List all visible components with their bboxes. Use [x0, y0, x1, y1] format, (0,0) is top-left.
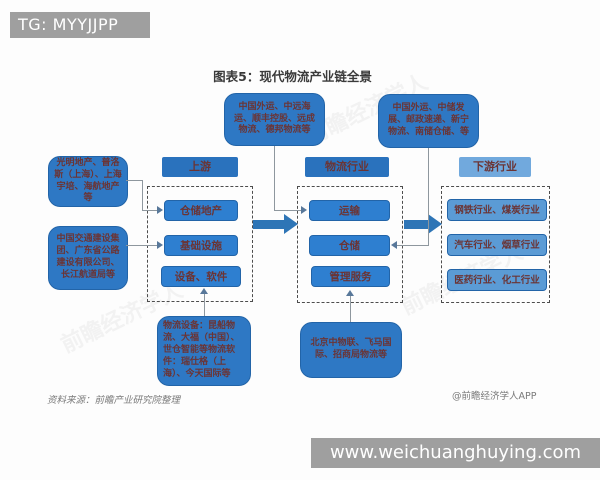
callout-equipment-software-companies: 物流设备：昆船物流、大福（中国）、世仓智能等物流软件：瑞仕格（上海）、今天国际等	[157, 316, 251, 386]
node-warehouse-realestate: 仓储地产	[164, 200, 238, 221]
arrowhead-up-icon	[200, 288, 208, 294]
node-transportation: 运输	[309, 200, 390, 221]
arrow-head-icon	[428, 214, 442, 234]
node-equipment-software: 设备、软件	[161, 266, 241, 287]
node-warehousing: 仓储	[309, 235, 390, 256]
upstream-group-frame	[147, 186, 253, 302]
callout-transport-companies: 中国外运、中远海运、顺丰控股、远成物流、德邦物流等	[224, 93, 325, 146]
node-auto-tobacco: 汽车行业、烟草行业	[447, 234, 547, 256]
connector-firms-to-management-services	[350, 296, 351, 322]
arrowhead-right-icon	[157, 206, 163, 214]
callout-realestate-companies: 光明地产、普洛斯（上海）、上海宇培、海航地产等	[48, 156, 128, 207]
arrow-head-icon	[284, 214, 298, 234]
callout-warehouse-companies: 中国外运、中储发展、邮政速递、新宁物流、南储仓储、等	[378, 94, 479, 148]
chart-title: 图表5：现代物流产业链全景	[213, 69, 372, 84]
connector-warehouse-to-warehousing	[428, 148, 429, 246]
callout-management-companies: 北京中物联、飞马国际、招商局物流等	[300, 322, 402, 378]
node-infrastructure: 基础设施	[164, 235, 238, 256]
connector-realestate-to-warehouse-realestate	[126, 180, 143, 181]
connector-realestate-to-warehouse-realestate	[142, 210, 157, 211]
flow-arrow-upstream-to-logistics	[253, 214, 298, 235]
connector-transport-to-transportation	[274, 146, 275, 211]
connector-transport-to-transportation	[274, 210, 302, 211]
arrow-shaft	[253, 220, 284, 229]
website-watermark-bar: www.weichuanghuying.com	[311, 438, 600, 468]
node-management-services: 管理服务	[311, 266, 390, 287]
telegram-watermark-bar: TG: MYYJJPP	[10, 12, 150, 38]
header-downstream-industry: 下游行业	[459, 157, 531, 177]
node-steel-coal: 钢铁行业、煤炭行业	[447, 199, 547, 221]
connector-warehouse-to-warehousing	[397, 245, 429, 246]
downstream-group-frame	[441, 186, 550, 303]
connector-construction-to-infrastructure	[126, 245, 157, 246]
arrowhead-right-icon	[157, 241, 163, 249]
callout-infrastructure-companies: 中国交通建设集团、广东省公路建设有限公司、长江航道局等	[48, 226, 128, 290]
arrowhead-left-icon	[391, 241, 397, 249]
connector-suppliers-to-equipment-software	[204, 294, 205, 316]
header-logistics-industry: 物流行业	[305, 157, 389, 177]
arrowhead-right-icon	[301, 206, 307, 214]
flow-arrow-logistics-to-downstream	[404, 214, 442, 235]
arrowhead-up-icon	[346, 290, 354, 296]
arrow-shaft	[404, 220, 428, 229]
data-source-note: 资料来源：前瞻产业研究院整理	[47, 395, 181, 406]
connector-realestate-to-warehouse-realestate	[142, 180, 143, 211]
node-pharma-chemical: 医药行业、化工行业	[447, 269, 547, 291]
header-upstream: 上游	[162, 157, 238, 177]
publisher-credit: @前瞻经济学人APP	[452, 391, 537, 402]
